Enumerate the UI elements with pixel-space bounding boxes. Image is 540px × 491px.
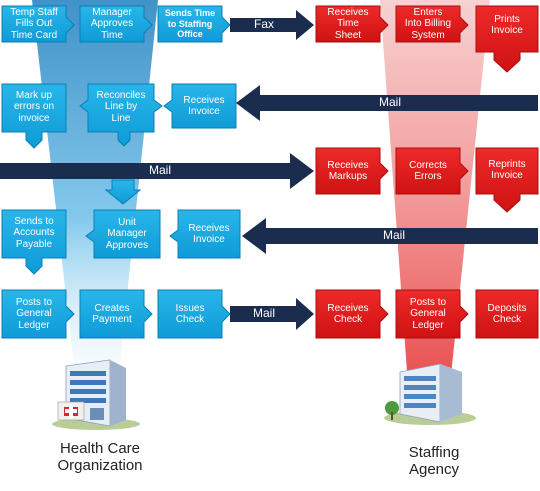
row2-mail-arrow-left xyxy=(236,85,538,121)
row5-red-box-3 xyxy=(475,289,539,339)
row1-fax-arrow xyxy=(230,10,314,40)
row3-red-box-1 xyxy=(315,147,389,195)
row2-blue-box-2 xyxy=(79,83,163,147)
row3-mail-arrow-right xyxy=(0,153,314,189)
row5-mail-arrow-right xyxy=(230,298,314,330)
row1-blue-box-1 xyxy=(1,5,75,43)
row5-red-box-2 xyxy=(395,289,469,339)
row2-blue-box-3 xyxy=(163,83,237,129)
office-building-icon xyxy=(384,363,476,425)
row3-red-box-2 xyxy=(395,147,469,195)
row1-red-box-1 xyxy=(315,5,389,43)
row1-blue-box-3 xyxy=(157,5,231,43)
row5-blue-box-3 xyxy=(157,289,231,339)
row4-mail-arrow-left xyxy=(242,218,538,254)
row1-red-box-2 xyxy=(395,5,469,43)
left-light-beam xyxy=(32,0,158,400)
row5-blue-box-2 xyxy=(79,289,153,339)
row2-blue-box-1 xyxy=(1,83,67,149)
row1-blue-box-2 xyxy=(79,5,153,43)
hospital-building-icon xyxy=(52,359,140,430)
row4-blue-box-2 xyxy=(85,209,161,259)
row3-red-box-3 xyxy=(475,147,539,213)
row5-blue-box-1 xyxy=(1,289,75,339)
row1-red-box-3 xyxy=(475,5,539,73)
row3-down-arrow xyxy=(104,179,142,205)
row4-blue-box-3 xyxy=(169,209,241,259)
row4-blue-box-1 xyxy=(1,209,67,275)
row5-red-box-1 xyxy=(315,289,389,339)
